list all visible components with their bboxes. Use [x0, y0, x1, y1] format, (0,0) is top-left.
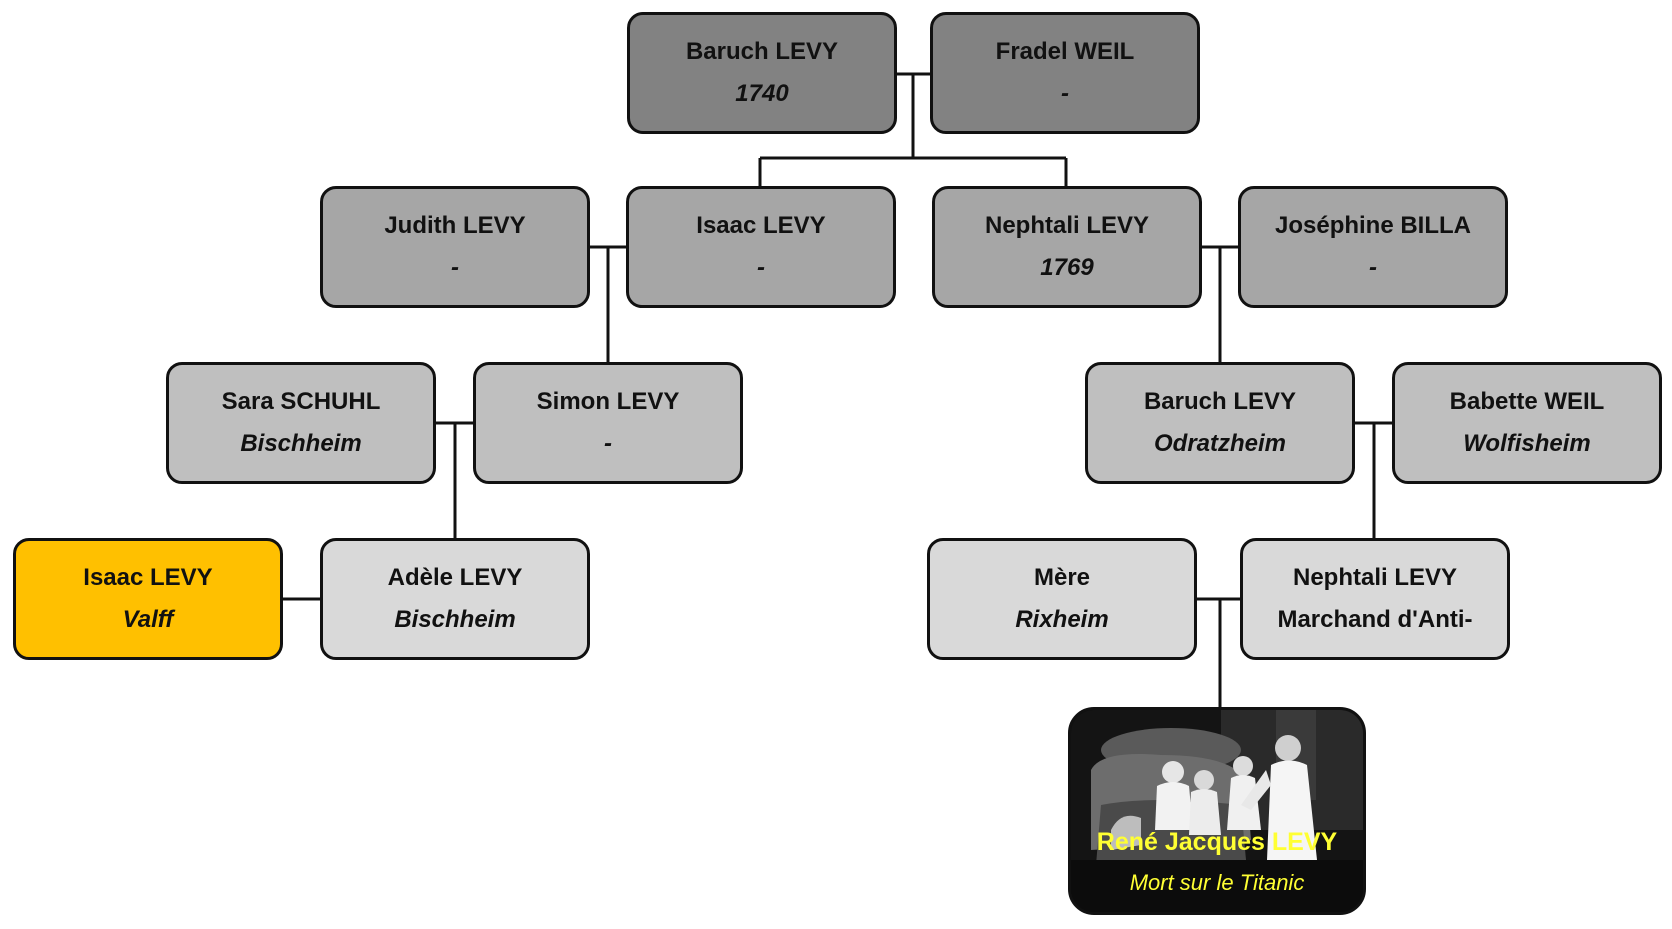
person-simon-levy[interactable]: Simon LEVY - — [473, 362, 743, 484]
person-judith-levy[interactable]: Judith LEVY - — [320, 186, 590, 308]
person-info: Bischheim — [240, 430, 362, 457]
person-name: Baruch LEVY — [1143, 388, 1297, 415]
person-josephine-billa[interactable]: Joséphine BILLA - — [1238, 186, 1508, 308]
person-info: Odratzheim — [1153, 430, 1287, 457]
person-name: Nephtali LEVY — [984, 212, 1150, 239]
person-name: Baruch LEVY — [685, 38, 839, 65]
person-name: Babette WEIL — [1449, 388, 1605, 415]
person-sara-schuhl[interactable]: Sara SCHUHL Bischheim — [166, 362, 436, 484]
person-baruch-levy-1740[interactable]: Baruch LEVY 1740 — [627, 12, 897, 134]
person-info: - — [757, 254, 765, 281]
person-info: Bischheim — [394, 606, 516, 633]
person-name: Isaac LEVY — [696, 212, 826, 239]
person-info: - — [451, 254, 459, 281]
person-info: - — [1369, 254, 1377, 281]
descent-line-gen1 — [758, 74, 1068, 186]
person-name: Judith LEVY — [384, 212, 526, 239]
family-photo — [1071, 710, 1363, 912]
person-info: 1740 — [735, 80, 789, 107]
person-name: Sara SCHUHL — [221, 388, 381, 415]
person-fradel-weil[interactable]: Fradel WEIL - — [930, 12, 1200, 134]
person-info: Mort sur le Titanic — [1129, 870, 1305, 895]
person-rene-jacques-levy[interactable]: René Jacques LEVY Mort sur le Titanic — [1068, 707, 1366, 915]
person-isaac-levy-gen2[interactable]: Isaac LEVY - — [626, 186, 896, 308]
person-info: 1769 — [1040, 254, 1094, 281]
person-mere[interactable]: Mère Rixheim — [927, 538, 1197, 660]
person-name: Isaac LEVY — [83, 564, 213, 591]
person-name: Joséphine BILLA — [1274, 212, 1472, 239]
person-adele-levy[interactable]: Adèle LEVY Bischheim — [320, 538, 590, 660]
person-name: Nephtali LEVY — [1292, 564, 1458, 591]
person-info: - — [604, 430, 612, 457]
person-babette-weil[interactable]: Babette WEIL Wolfisheim — [1392, 362, 1662, 484]
person-info: Valff — [122, 606, 174, 633]
person-name: Fradel WEIL — [995, 38, 1135, 65]
person-nephtali-levy-marchand[interactable]: Nephtali LEVY Marchand d'Anti- — [1240, 538, 1510, 660]
person-name: Adèle LEVY — [387, 564, 523, 591]
person-info: - — [1061, 80, 1069, 107]
person-name: René Jacques LEVY — [1096, 828, 1338, 856]
person-name: Simon LEVY — [536, 388, 680, 415]
person-info: Rixheim — [1015, 606, 1109, 633]
person-baruch-levy-odratzheim[interactable]: Baruch LEVY Odratzheim — [1085, 362, 1355, 484]
person-name: Mère — [1033, 564, 1091, 591]
person-info: Marchand d'Anti- — [1277, 606, 1473, 633]
person-nephtali-levy-1769[interactable]: Nephtali LEVY 1769 — [932, 186, 1202, 308]
person-info: Wolfisheim — [1463, 430, 1591, 457]
person-isaac-levy-valff[interactable]: Isaac LEVY Valff — [13, 538, 283, 660]
